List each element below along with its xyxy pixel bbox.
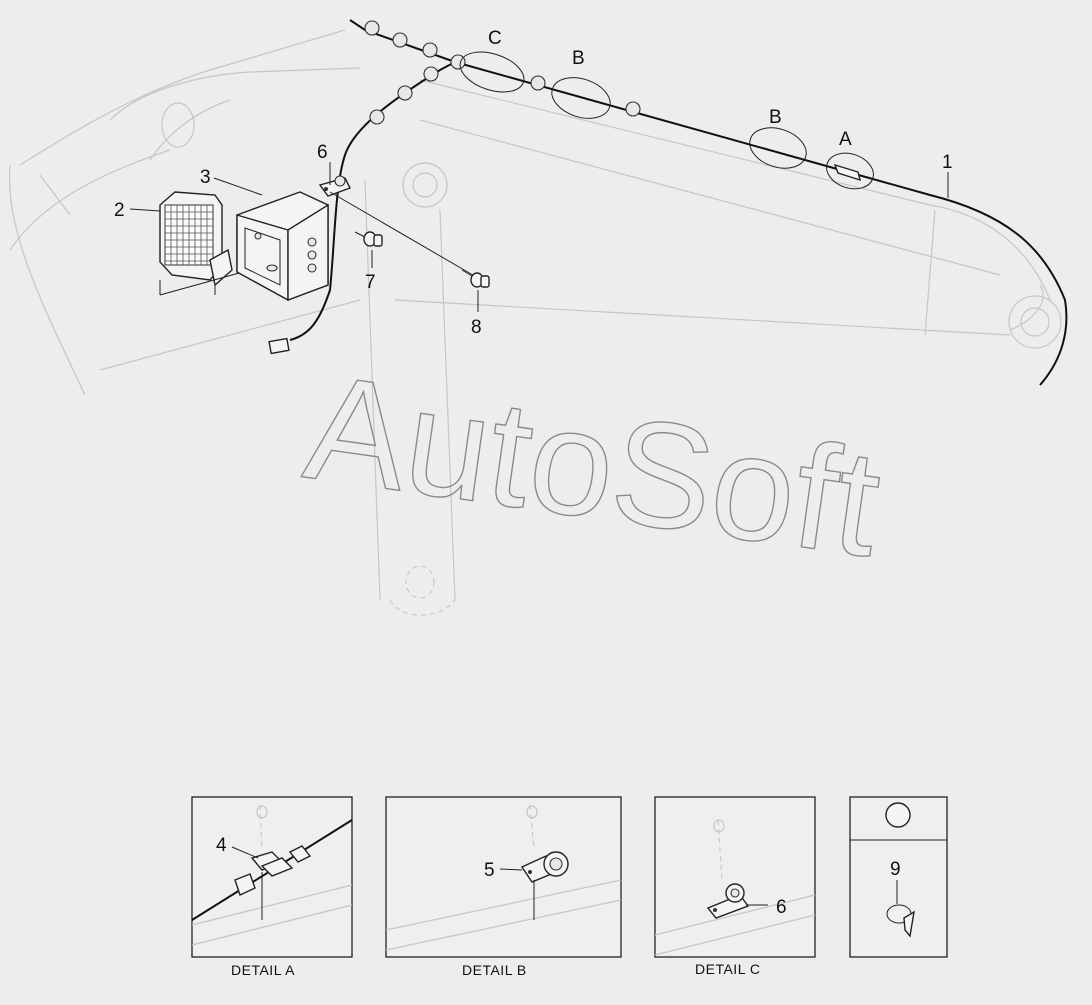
detail-a-part-4: 4 [216, 835, 227, 856]
detail-c-caption: DETAIL C [695, 961, 760, 977]
clamp-6 [318, 175, 479, 279]
bolt-8 [461, 269, 490, 312]
harness-wire-1 [268, 19, 1068, 386]
location-letter-b-1: B [572, 48, 585, 69]
callout-2: 2 [114, 200, 125, 221]
detail-a-panel [191, 796, 353, 958]
watermark: AutoSoft [296, 342, 889, 588]
detail-c-panel [654, 796, 816, 958]
location-letter-c: C [488, 28, 502, 49]
location-markers: C B B A [459, 28, 874, 190]
detail-b-caption: DETAIL B [462, 962, 527, 978]
callout-3: 3 [200, 167, 211, 188]
detail-c-part-6: 6 [776, 897, 787, 918]
detail-b-panel [385, 796, 622, 958]
lamp-bracket-3 [236, 191, 329, 302]
bolt-7 [354, 231, 383, 268]
location-letter-a: A [839, 129, 852, 150]
detail-tie-panel [849, 796, 948, 958]
background-boom-outline [8, 29, 1062, 616]
detail-a-caption: DETAIL A [231, 962, 295, 978]
callout-6: 6 [317, 142, 328, 163]
callout-7: 7 [365, 272, 376, 293]
callout-8: 8 [471, 317, 482, 338]
location-letter-b-2: B [769, 107, 782, 128]
detail-b-part-5: 5 [484, 860, 495, 881]
callout-1: 1 [942, 152, 953, 173]
detail-tie-part-9: 9 [890, 859, 901, 880]
work-lamp-2 [159, 191, 251, 296]
